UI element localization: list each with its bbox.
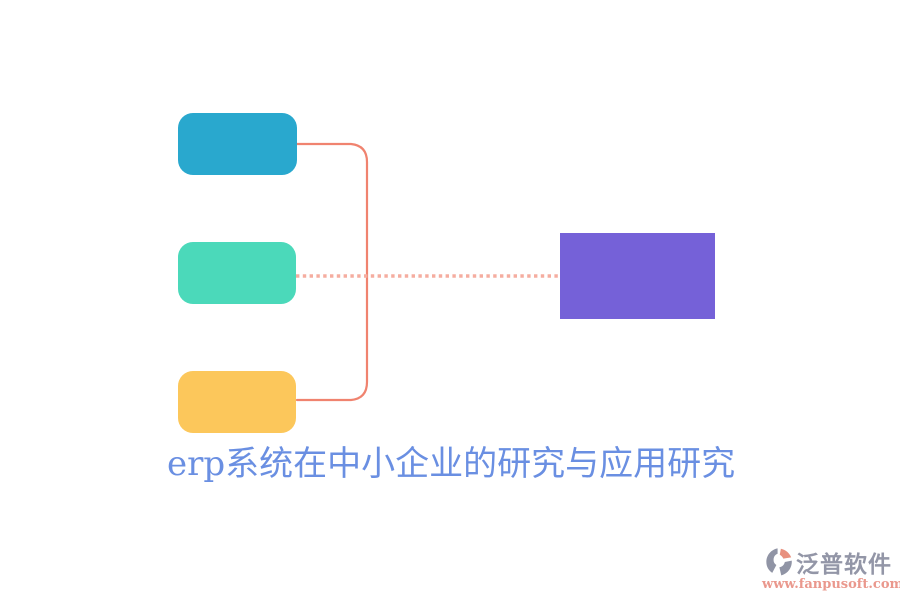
topic-node-middle[interactable]: [178, 242, 296, 304]
fanpu-logo-icon: [766, 548, 792, 576]
topic-node-top[interactable]: [178, 113, 297, 175]
vendor-watermark: 泛普软件 www.fanpusoft.com: [762, 545, 900, 592]
diagram-title[interactable]: erp系统在中小企业的研究与应用研究: [167, 444, 736, 484]
connector-bracket: [295, 142, 369, 402]
topic-node-main[interactable]: [560, 233, 715, 319]
vendor-website-url: www.fanpusoft.com: [762, 577, 900, 592]
topic-node-bottom[interactable]: [178, 371, 296, 433]
vendor-brand-name: 泛普软件: [796, 551, 892, 578]
